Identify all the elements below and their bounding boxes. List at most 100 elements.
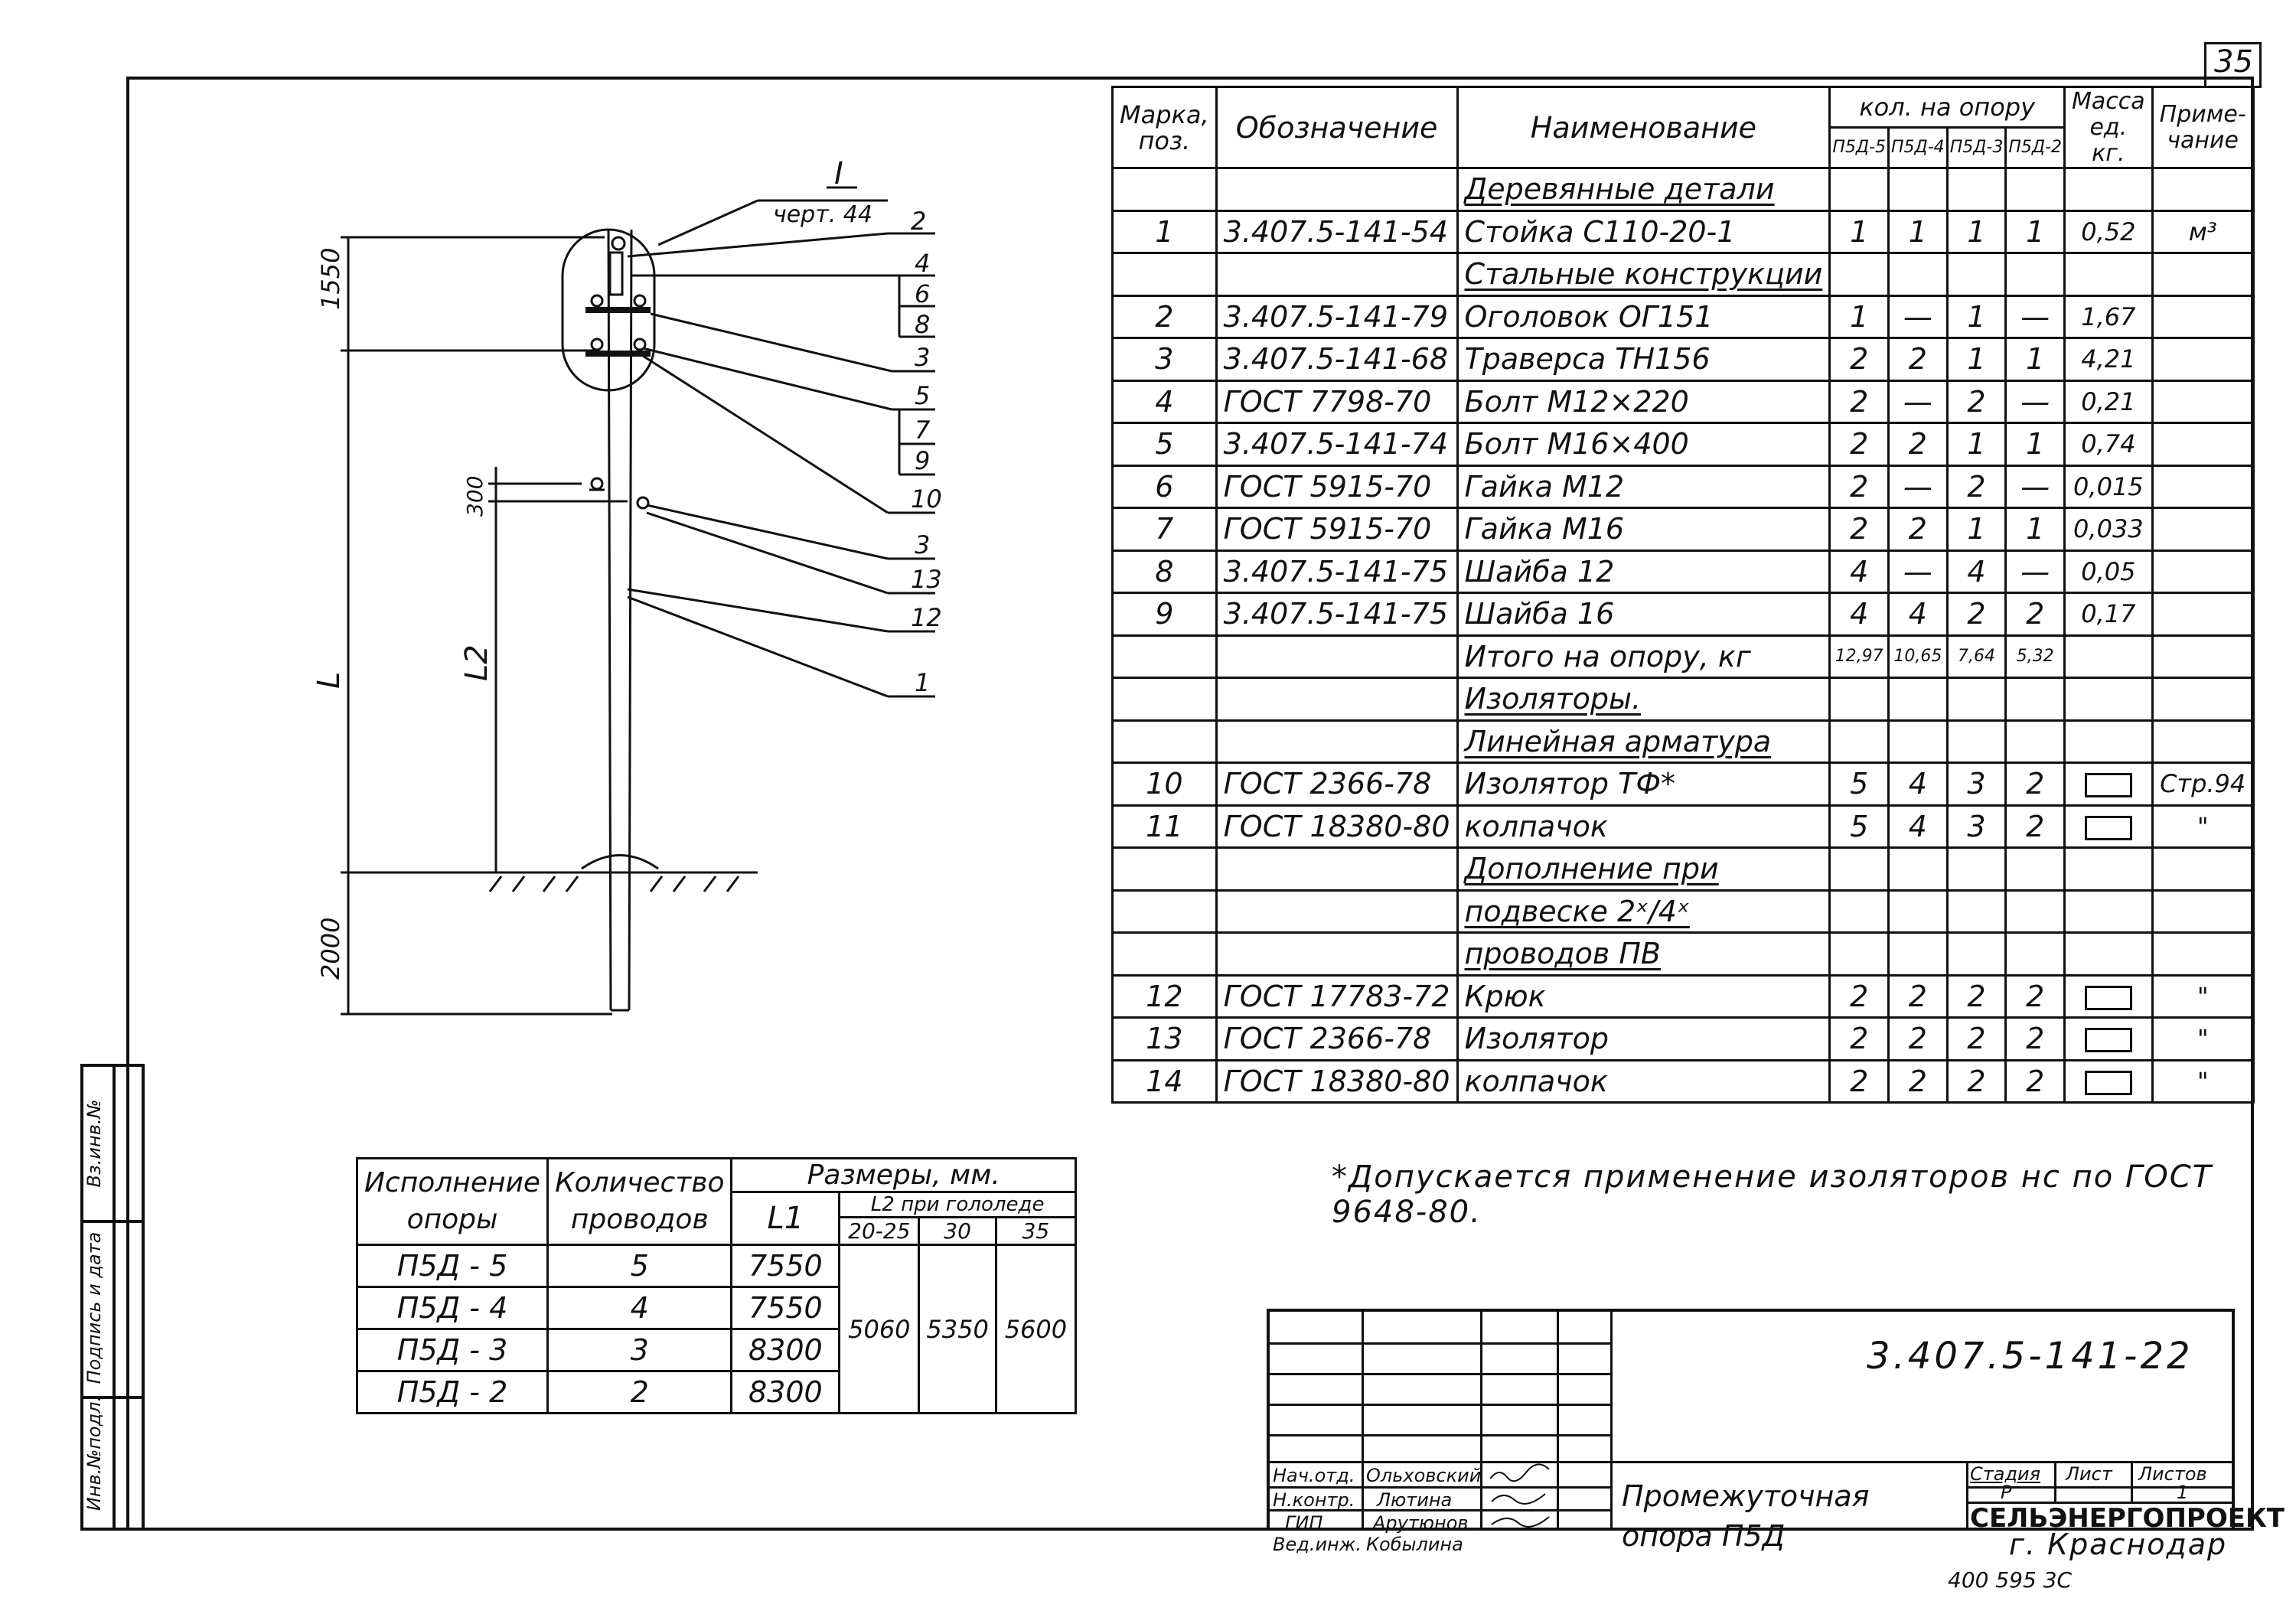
spec-qty: 2 <box>1945 592 2007 637</box>
dim-L: L <box>311 672 347 689</box>
hdr-note: Приме- чание <box>2151 86 2255 169</box>
section-mark: I <box>834 156 843 191</box>
spec-qty: 2 <box>1828 422 1890 467</box>
hdr-qty-p5d4: П5Д-4 <box>1890 129 1949 166</box>
dim-L1: 8300 <box>730 1370 841 1414</box>
dim-wires: 3 <box>546 1328 733 1372</box>
spec-mass <box>2063 973 2154 1019</box>
sheet-number: 35 <box>2214 44 2253 80</box>
spec-qty: 1 <box>1887 209 1949 254</box>
dim-variant: П5Д - 2 <box>355 1370 550 1414</box>
spec-qty-cell <box>1887 846 1949 892</box>
spec-section-title: подвеске 2ˣ/4ˣ <box>1456 889 1831 934</box>
spec-qty-cell <box>1945 677 2007 722</box>
callout-13: 13 <box>911 565 942 594</box>
spec-note: м³ <box>2151 209 2255 254</box>
spec-qty: 1 <box>1828 294 1890 339</box>
spec-section-row: проводов ПВ <box>1111 931 2255 977</box>
spec-designation: ГОСТ 2366-78 <box>1215 1016 1459 1061</box>
hdr-mark: Марка, поз. <box>1111 86 1218 169</box>
spec-qty-cell <box>2004 252 2066 297</box>
dim-L2-35: 5600 <box>994 1244 1078 1414</box>
spec-qty: 1 <box>1828 209 1890 254</box>
spec-qty-cell <box>1945 889 2007 934</box>
spec-mark: 7 <box>1111 507 1218 552</box>
callout-3b: 3 <box>915 530 930 559</box>
footnote: *Допускается применение изоляторов нс по… <box>1332 1159 2213 1230</box>
spec-qty: 1 <box>1945 209 2007 254</box>
spec-mark: 3 <box>1111 337 1218 382</box>
empty-mass-box <box>2084 1070 2132 1095</box>
hdr-qty: кол. на опору П5Д-5 П5Д-4 П5Д-3 П5Д-2 <box>1828 86 2066 169</box>
spec-qty-cell <box>2004 167 2066 212</box>
side-stamp: Инв.№подл. Подпись и дата Вз.инв.№ <box>80 1064 145 1531</box>
spec-qty-cell <box>1828 167 1890 212</box>
spec-designation: ГОСТ 18380-80 <box>1215 1058 1459 1104</box>
spec-designation: ГОСТ 5915-70 <box>1215 507 1459 552</box>
spec-designation: ГОСТ 5915-70 <box>1215 464 1459 509</box>
dim-hdr-ice-3: 35 <box>994 1216 1078 1246</box>
spec-qty: 2 <box>2004 761 2066 807</box>
spec-designation-cell <box>1215 634 1459 679</box>
spec-mark-cell <box>1111 931 1218 977</box>
spec-note-cell <box>2151 634 2255 679</box>
spec-qty-cell <box>2004 846 2066 892</box>
spec-qty: — <box>2004 464 2066 509</box>
spec-name: Гайка М12 <box>1456 464 1831 509</box>
dim-hdr-ice-2: 30 <box>918 1216 997 1246</box>
dim-hdr-wires: Количество проводов <box>546 1157 733 1246</box>
spec-qty-cell <box>1828 677 1890 722</box>
spec-note-cell <box>2151 889 2255 934</box>
spec-qty: — <box>2004 549 2066 594</box>
spec-mass: 0,05 <box>2063 549 2154 594</box>
spec-mark: 12 <box>1111 973 1218 1019</box>
callout-4: 4 <box>915 249 930 278</box>
spec-section-title: проводов ПВ <box>1456 931 1831 977</box>
spec-qty: 2 <box>1945 1016 2007 1061</box>
spec-qty: — <box>1887 294 1949 339</box>
dim-2000: 2000 <box>316 918 345 980</box>
spec-qty: 1 <box>2004 507 2066 552</box>
spec-qty-cell <box>1887 889 1949 934</box>
spec-qty: 2 <box>1945 1058 2007 1104</box>
spec-note: " <box>2151 1058 2255 1104</box>
hdr-qty-p5d3: П5Д-3 <box>1949 129 2007 166</box>
spec-qty-cell <box>2004 931 2066 977</box>
role-1: Нач.отд. <box>1273 1465 1355 1486</box>
spec-qty: — <box>1887 379 1949 424</box>
dim-hdr-variant: Исполнение опоры <box>355 1157 550 1246</box>
dim-L1: 8300 <box>730 1328 841 1372</box>
spec-qty: — <box>2004 379 2066 424</box>
dim-L2-20-25: 5060 <box>838 1244 921 1414</box>
spec-mass: 1,67 <box>2063 294 2154 339</box>
spec-mass <box>2063 1058 2154 1104</box>
dim-L1: 7550 <box>730 1244 841 1288</box>
spec-mass-cell <box>2063 931 2154 977</box>
spec-qty-cell <box>1945 931 2007 977</box>
spec-designation: 3.407.5-141-75 <box>1215 592 1459 637</box>
spec-name: Болт М16×400 <box>1456 422 1831 467</box>
spec-name: Гайка М16 <box>1456 507 1831 552</box>
spec-mark-cell <box>1111 846 1218 892</box>
spec-total-qty: 5,32 <box>2004 634 2066 679</box>
spec-qty: 2 <box>1828 1058 1890 1104</box>
spec-section-row: подвеске 2ˣ/4ˣ <box>1111 889 2255 934</box>
callout-1: 1 <box>915 668 930 697</box>
dim-wires: 2 <box>546 1370 733 1414</box>
spec-designation: 3.407.5-141-74 <box>1215 422 1459 467</box>
org-city: г. Краснодар <box>2009 1528 2228 1561</box>
spec-section-title: Линейная арматура <box>1456 719 1831 764</box>
spec-note <box>2151 592 2255 637</box>
pole-drawing: I черт. 44 1550 300 L L2 2000 2 4 6 8 3 … <box>311 156 942 1016</box>
callout-5: 5 <box>915 381 930 410</box>
spec-section-row: Линейная арматура <box>1111 719 2255 764</box>
spec-qty: 2 <box>1945 973 2007 1019</box>
spec-note <box>2151 379 2255 424</box>
